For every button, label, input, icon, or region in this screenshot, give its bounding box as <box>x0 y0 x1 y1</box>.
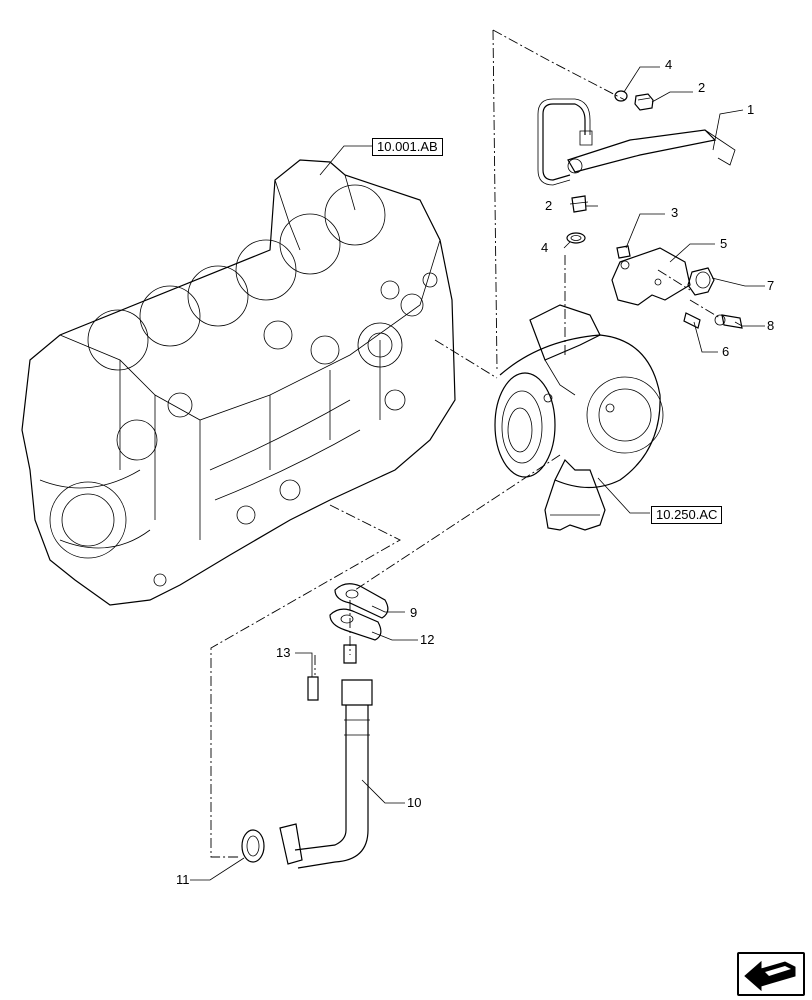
engine-block <box>21 159 456 606</box>
callout-8: 8 <box>767 318 775 333</box>
callout-7: 7 <box>767 278 775 293</box>
callout-2-top: 2 <box>698 80 706 95</box>
arrow-left-icon <box>744 960 796 992</box>
leader-lines <box>190 66 765 881</box>
callout-4-mid: 4 <box>541 240 549 255</box>
callout-10: 10 <box>407 795 422 810</box>
callout-2-mid: 2 <box>545 198 553 213</box>
callout-9: 9 <box>410 605 418 620</box>
part-1-oil-feed-pipe <box>537 98 736 186</box>
callout-4-top: 4 <box>665 57 673 72</box>
callout-11: 11 <box>176 872 190 887</box>
gasket-and-flange <box>307 583 389 701</box>
part-11-seal-ring <box>241 829 265 863</box>
callout-6: 6 <box>722 344 730 359</box>
callout-5: 5 <box>720 236 728 251</box>
callout-12: 12 <box>420 632 435 647</box>
back-navigation-button[interactable] <box>737 952 805 996</box>
reference-engine-block[interactable]: 10.001.AB <box>372 138 443 156</box>
fittings <box>566 90 654 259</box>
part-10-oil-return-pipe <box>279 679 373 869</box>
callout-3: 3 <box>671 205 679 220</box>
turbocharger <box>494 304 664 531</box>
callout-13: 13 <box>276 645 291 660</box>
reference-turbocharger[interactable]: 10.250.AC <box>651 506 723 524</box>
callout-1: 1 <box>747 102 755 117</box>
bracket-assembly <box>611 247 743 329</box>
